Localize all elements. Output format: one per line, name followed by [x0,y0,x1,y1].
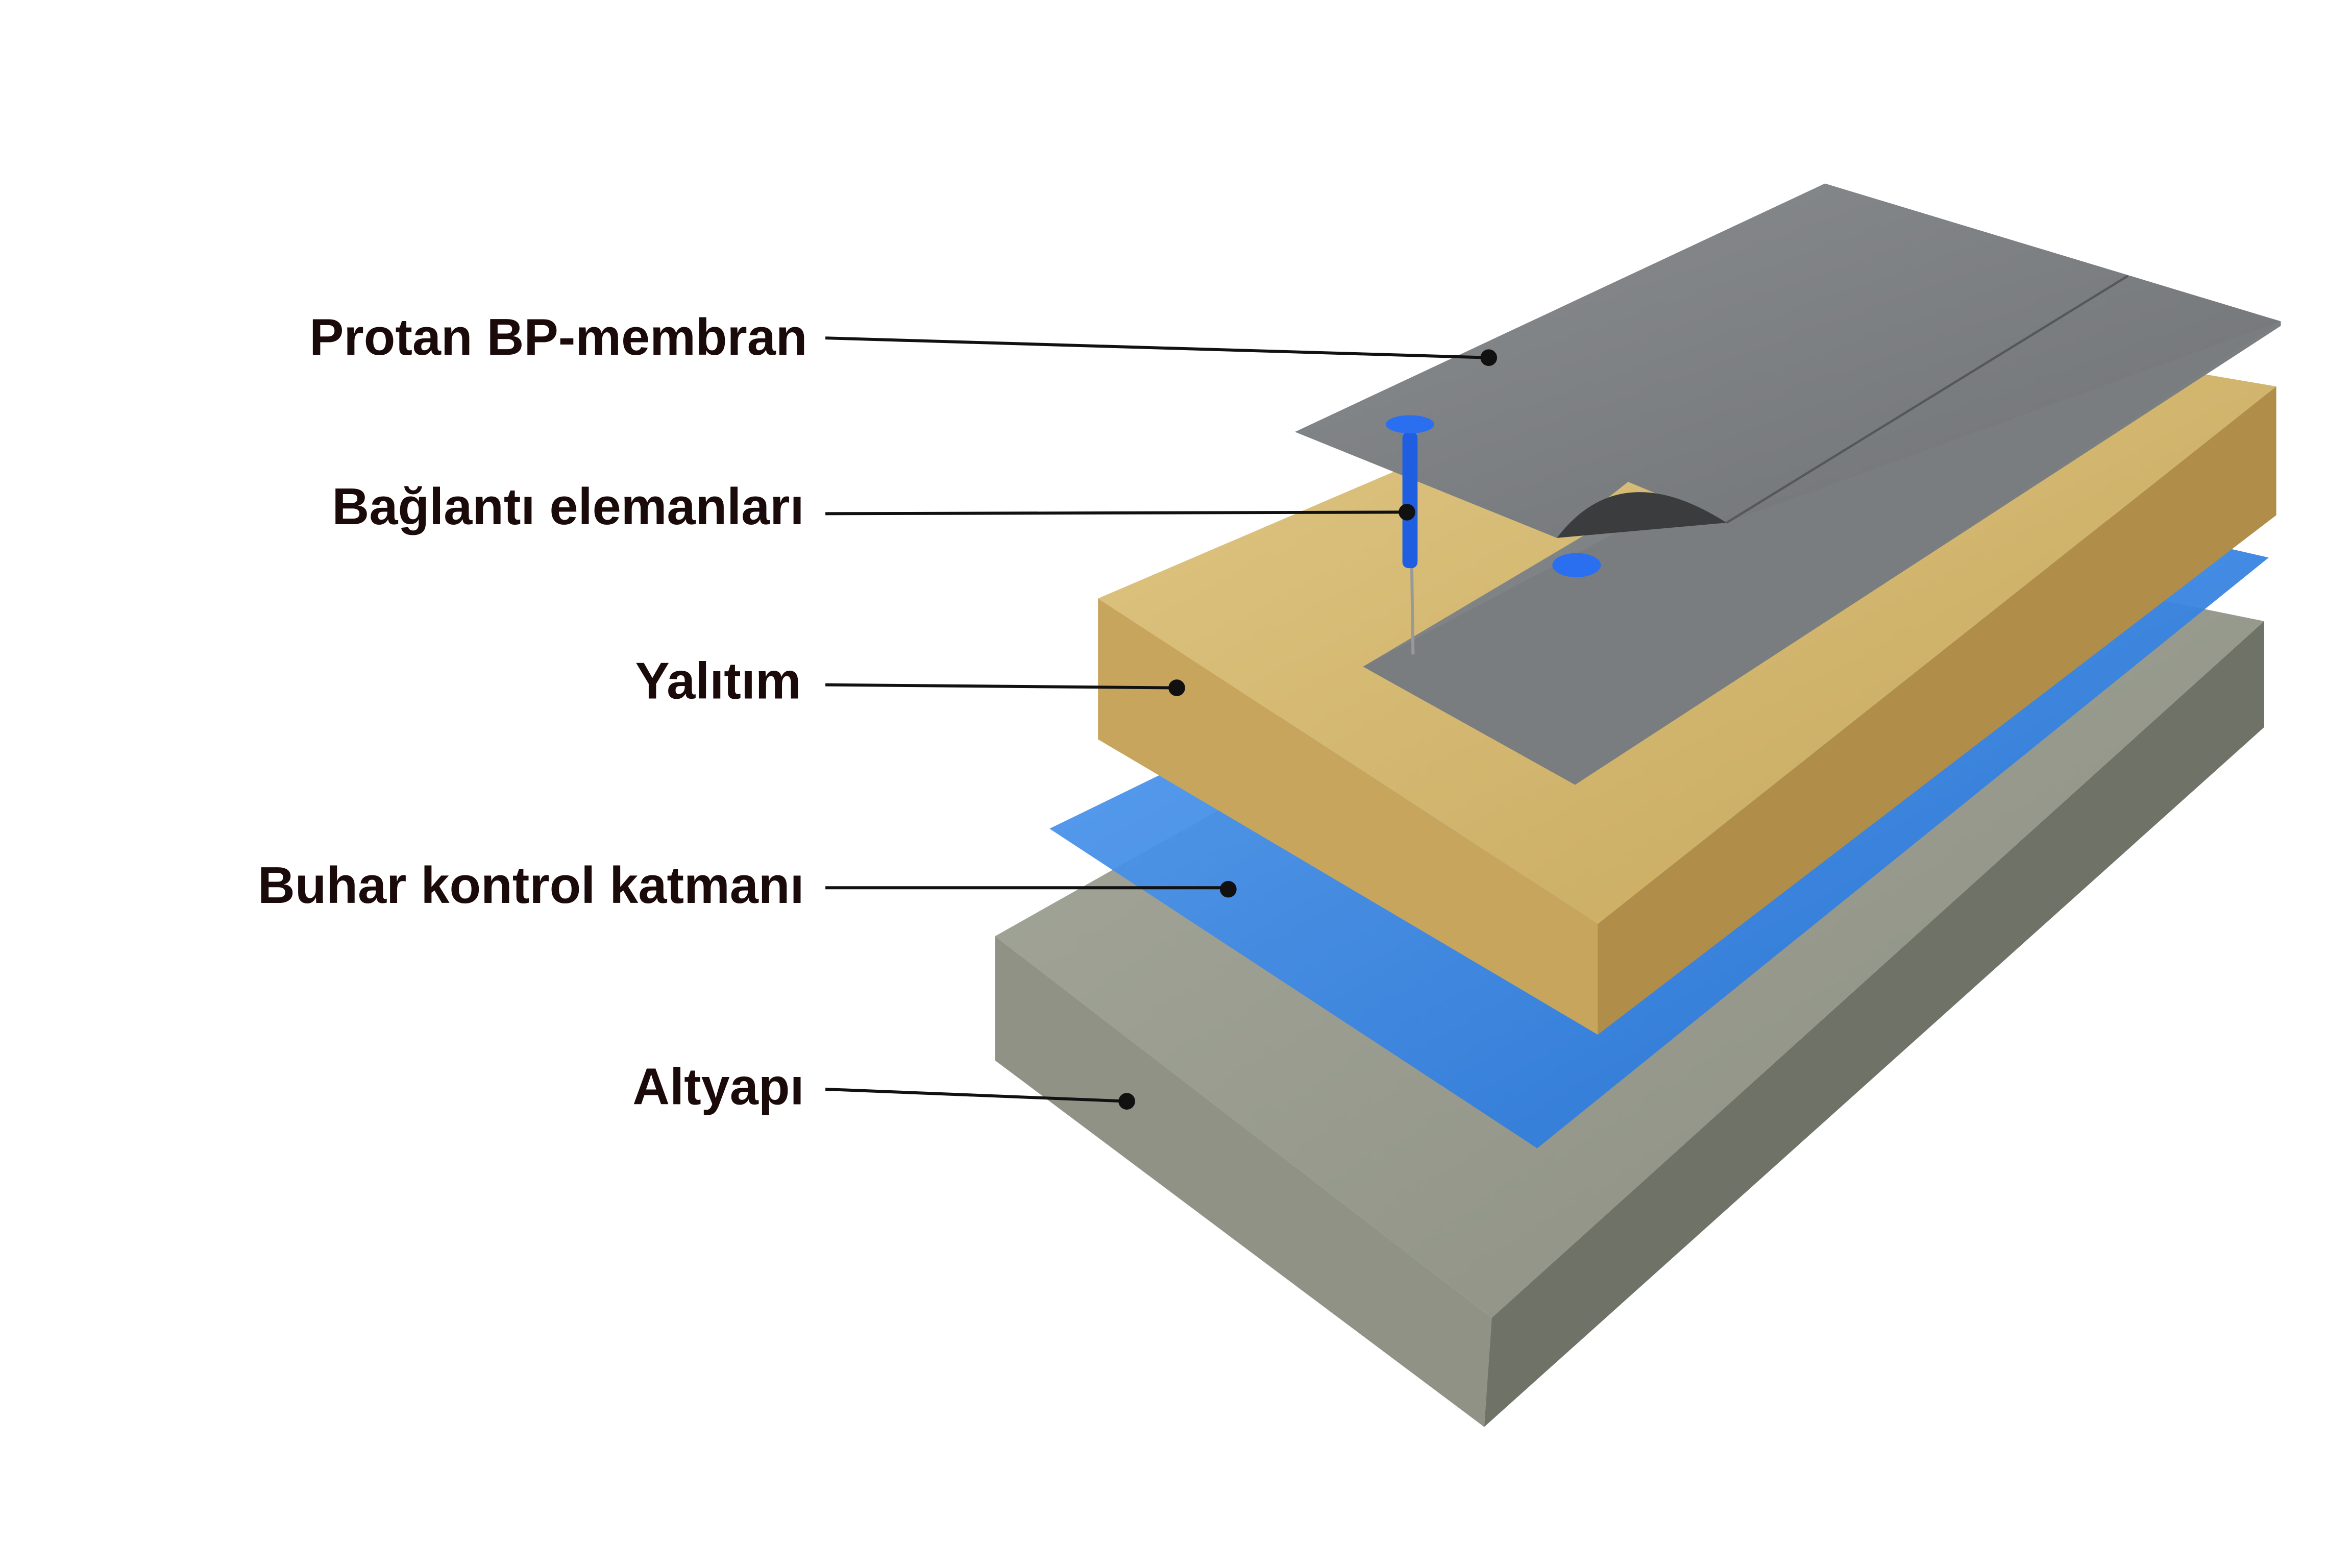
protan-membrane [1294,183,2281,785]
callout-dot [1168,679,1185,696]
callout-dot [1118,1093,1135,1110]
callout-dot [1399,504,1415,521]
fastener [1385,415,1601,655]
label-substrate: Altyapı [632,1059,804,1116]
callouts [825,336,1498,1110]
label-fasteners: Bağlantı elemanları [332,478,804,535]
callout-dot [1220,880,1237,898]
callout-dot [1480,349,1498,366]
label-insulation: Yalıtım [635,652,801,709]
label-vapour-control: Buhar kontrol katmanı [258,857,804,914]
label-membrane: Protan BP-membran [309,309,807,366]
